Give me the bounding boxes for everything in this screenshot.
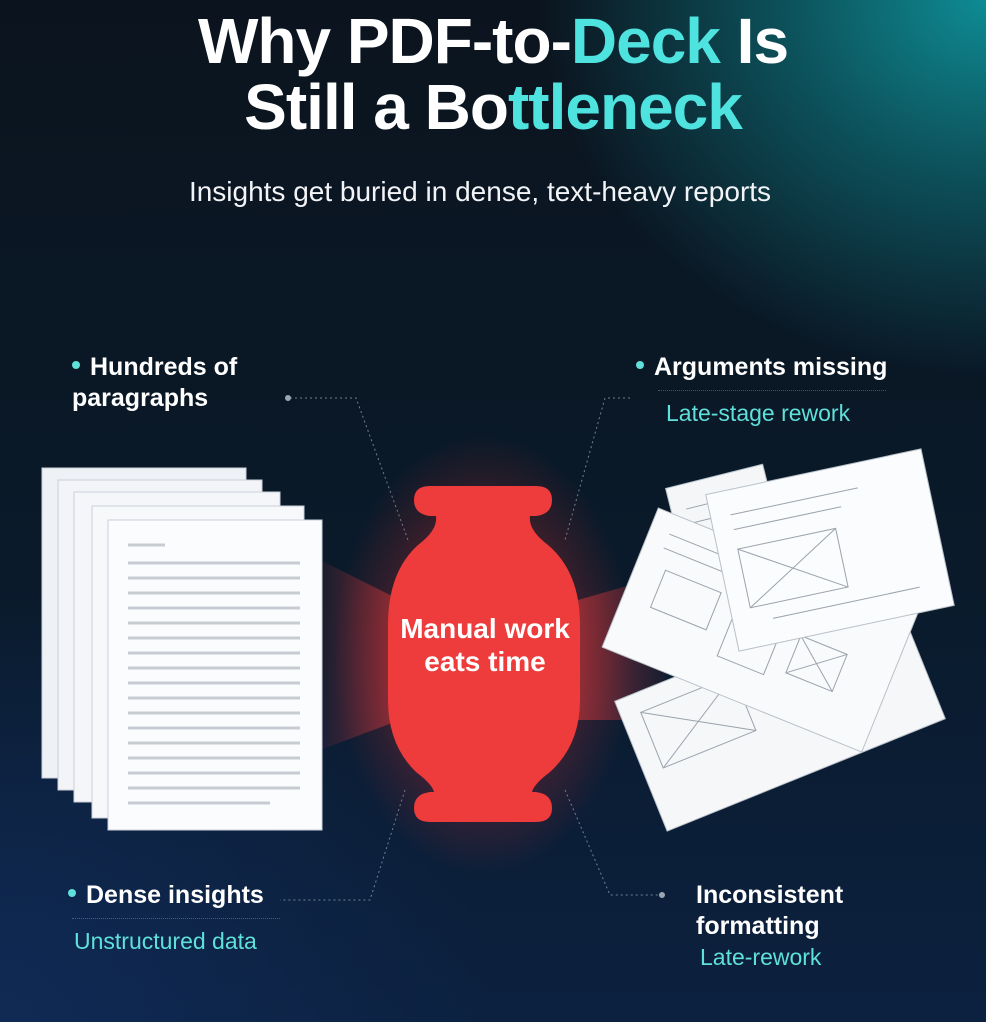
connector-dot bbox=[285, 395, 291, 401]
callout-label: Inconsistent formatting bbox=[696, 881, 844, 940]
callout-subtext: Late-stage rework bbox=[666, 400, 851, 426]
bottleneck-label: Manual work eats time bbox=[400, 613, 570, 677]
bottleneck-shape bbox=[388, 486, 580, 822]
divider bbox=[72, 918, 280, 919]
callout-bottom-right: Inconsistent formatting bbox=[696, 880, 876, 942]
bullet-icon bbox=[68, 889, 76, 898]
connector-top-right bbox=[564, 397, 630, 541]
title-text: Why PDF-to- bbox=[197, 5, 572, 77]
title-text: Is bbox=[719, 5, 789, 77]
bullet-icon bbox=[636, 361, 644, 370]
callout-label: Arguments missing bbox=[654, 353, 888, 381]
callout-top-right: Arguments missing bbox=[636, 352, 936, 383]
bullet-icon bbox=[72, 361, 80, 370]
callout-bottom-left: Dense insights bbox=[68, 880, 328, 911]
callout-subtext: Late-rework bbox=[700, 944, 822, 970]
title-accent: ttleneck bbox=[507, 71, 743, 143]
page-title: Why PDF-to-Deck Is Still a Bottleneck bbox=[0, 8, 986, 140]
callout-label: Dense insights bbox=[86, 881, 264, 909]
document-text-lines bbox=[128, 543, 300, 805]
callout-top-left: Hundreds of paragraphs bbox=[72, 352, 312, 414]
callout-subtext: Unstructured data bbox=[74, 928, 257, 954]
connector-dot bbox=[659, 892, 665, 898]
page-subtitle: Insights get buried in dense, text-heavy… bbox=[188, 176, 772, 207]
connector-bottom-left bbox=[280, 789, 406, 901]
document-stack bbox=[41, 467, 323, 831]
slide-pile bbox=[601, 448, 955, 832]
callout-label: Hundreds of paragraphs bbox=[72, 353, 238, 412]
title-text: Still a Bo bbox=[244, 71, 509, 143]
title-accent: Deck bbox=[570, 5, 721, 77]
divider bbox=[658, 390, 886, 391]
